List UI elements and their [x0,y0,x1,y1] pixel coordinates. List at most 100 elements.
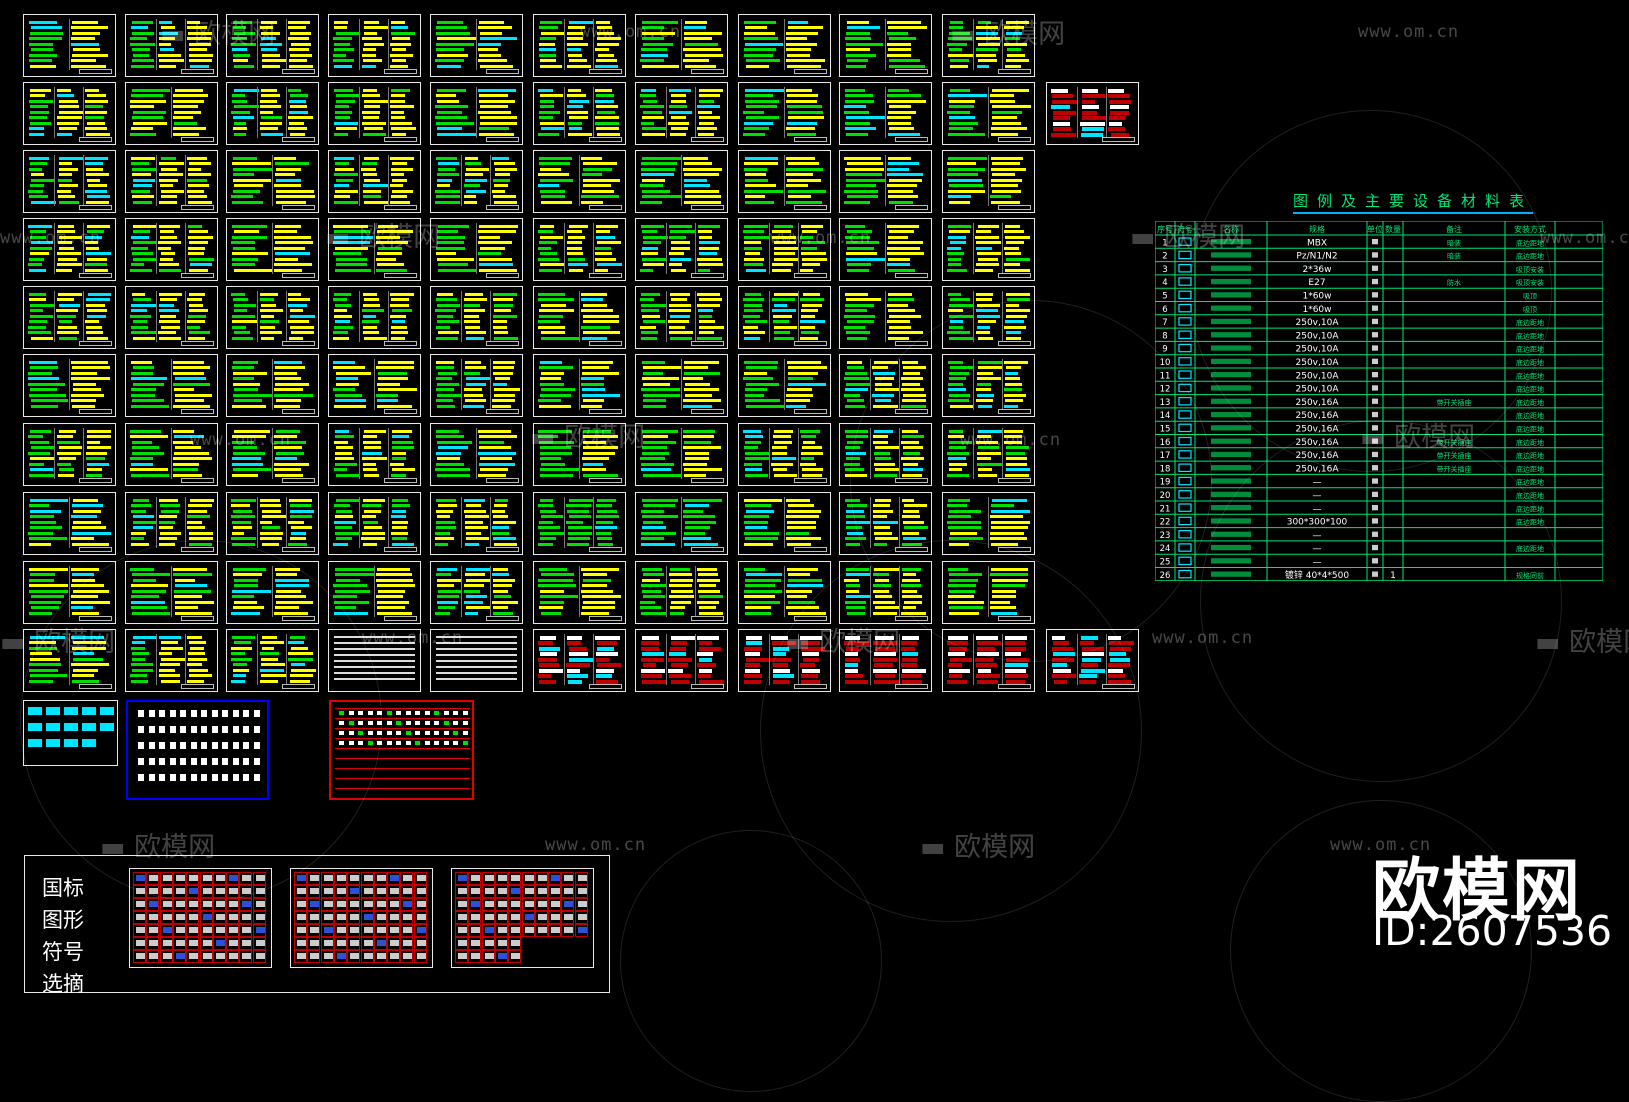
sheet-text-line [71,646,107,650]
symbol-grid-cell [186,872,200,885]
sheet-text-line [743,246,763,250]
symbol-grid-cell [186,885,200,898]
sheet-divider [870,428,872,479]
sheet-text-line [187,515,210,519]
sheet-divider [797,223,799,274]
legend-spec-cell: E27 [1308,278,1325,288]
symbol-grid-cell [146,937,160,950]
sheet-divider [156,291,158,342]
symbol-grid-cell [455,872,468,885]
symbol-grid-cell [521,872,535,885]
sheet-text-line [363,325,378,329]
sheet-text-line [274,157,297,160]
sheet-text-line [364,157,380,160]
legend-header-cell: 备注 [1446,224,1462,234]
sheet-text-line [669,674,691,679]
sheet-text-line [260,657,279,661]
legend-mount-cell: 底边距地 [1516,345,1544,354]
sheet-text-line [290,674,313,678]
sheet-text-line [671,116,686,120]
sheet-divider [1077,87,1079,138]
sheet-text-line [845,53,876,57]
symbol-grid-cell [252,885,266,898]
sheet-text-line [641,361,665,364]
sheet-text-line [540,336,580,340]
sheet-divider [783,566,785,617]
sheet-divider [884,223,886,274]
red-grid-line [335,708,470,709]
sheet-text-line [947,189,985,193]
sheet-text-line [28,127,44,131]
sheet-divider [884,87,886,138]
sheet-text-line [333,584,368,588]
sheet-text-line [902,515,920,519]
standard-symbol [497,927,507,933]
sheet-text-line [29,320,48,324]
sheet-text-line [85,235,103,239]
sheet-text-line [568,652,588,657]
standard-symbol [403,927,413,933]
sheet-text-line [231,440,254,444]
drawing-sheet [738,14,831,77]
sheet-text-line [846,132,869,136]
sheet-text-line [698,263,724,267]
sheet-text-line [232,404,266,408]
sheet-text-line [668,595,694,599]
blue-symbol-sheet [126,700,269,800]
sheet-text-line [595,235,616,239]
standard-symbol [484,940,494,946]
sheet-text-line [773,314,792,318]
sheet-text-line [173,435,204,439]
sheet-text-line [977,382,992,386]
sheet-text-line [642,320,666,324]
legend-qty-cell: 1 [1390,571,1396,581]
symbol-grid-cell [252,898,266,911]
sheet-text-line [173,121,198,125]
legend-symbol-icon [1178,463,1192,473]
sheet-text-line [288,127,307,131]
red-grid-symbol [396,721,401,725]
red-grid-line [335,728,470,729]
sheet-text-line [131,446,159,450]
sheet-text-line [58,257,77,261]
sheet-text-line [669,646,686,651]
symbol-grid-cell [294,911,307,924]
sheet-text-line [274,377,302,381]
sheet-text-line [362,293,378,296]
sheet-text-line [699,331,715,335]
sheet-text-line [699,679,725,684]
sheet-text-line [436,94,457,98]
sheet-text-line [132,184,152,188]
sheet-text-line [1005,636,1028,640]
sheet-text-line [800,325,815,329]
sheet-text-line [436,473,471,477]
sheet-text-line [745,573,782,577]
legend-mount-cell: 底边距地 [1516,358,1544,367]
legend-unit-glyph [1372,398,1378,404]
sheet-text-line [188,225,202,228]
sheet-divider [373,566,375,617]
sheet-text-line [569,646,587,651]
sheet-text-line [903,526,929,530]
standard-symbol [497,875,507,881]
sheet-text-line [568,99,590,103]
sheet-text-line [437,257,475,261]
standard-symbol [551,927,561,933]
sheet-text-line [539,636,556,640]
sheet-text-line [975,48,998,52]
red-grid-symbol [462,721,468,725]
sheet-text-line [334,105,349,109]
sheet-text-line [641,189,671,193]
legend-spec-cell: 250v,10A [1296,371,1340,381]
sheet-text-line [463,404,485,408]
sheet-text-line [976,314,1001,318]
sheet-divider [359,497,361,548]
sheet-text-line [390,42,411,46]
red-grid-symbol [434,711,439,715]
sheet-text-line [131,646,145,650]
sheet-text-line [802,230,818,234]
sheet-text-line [642,440,676,444]
sheet-text-line [84,320,99,324]
sheet-text-line [231,195,254,199]
